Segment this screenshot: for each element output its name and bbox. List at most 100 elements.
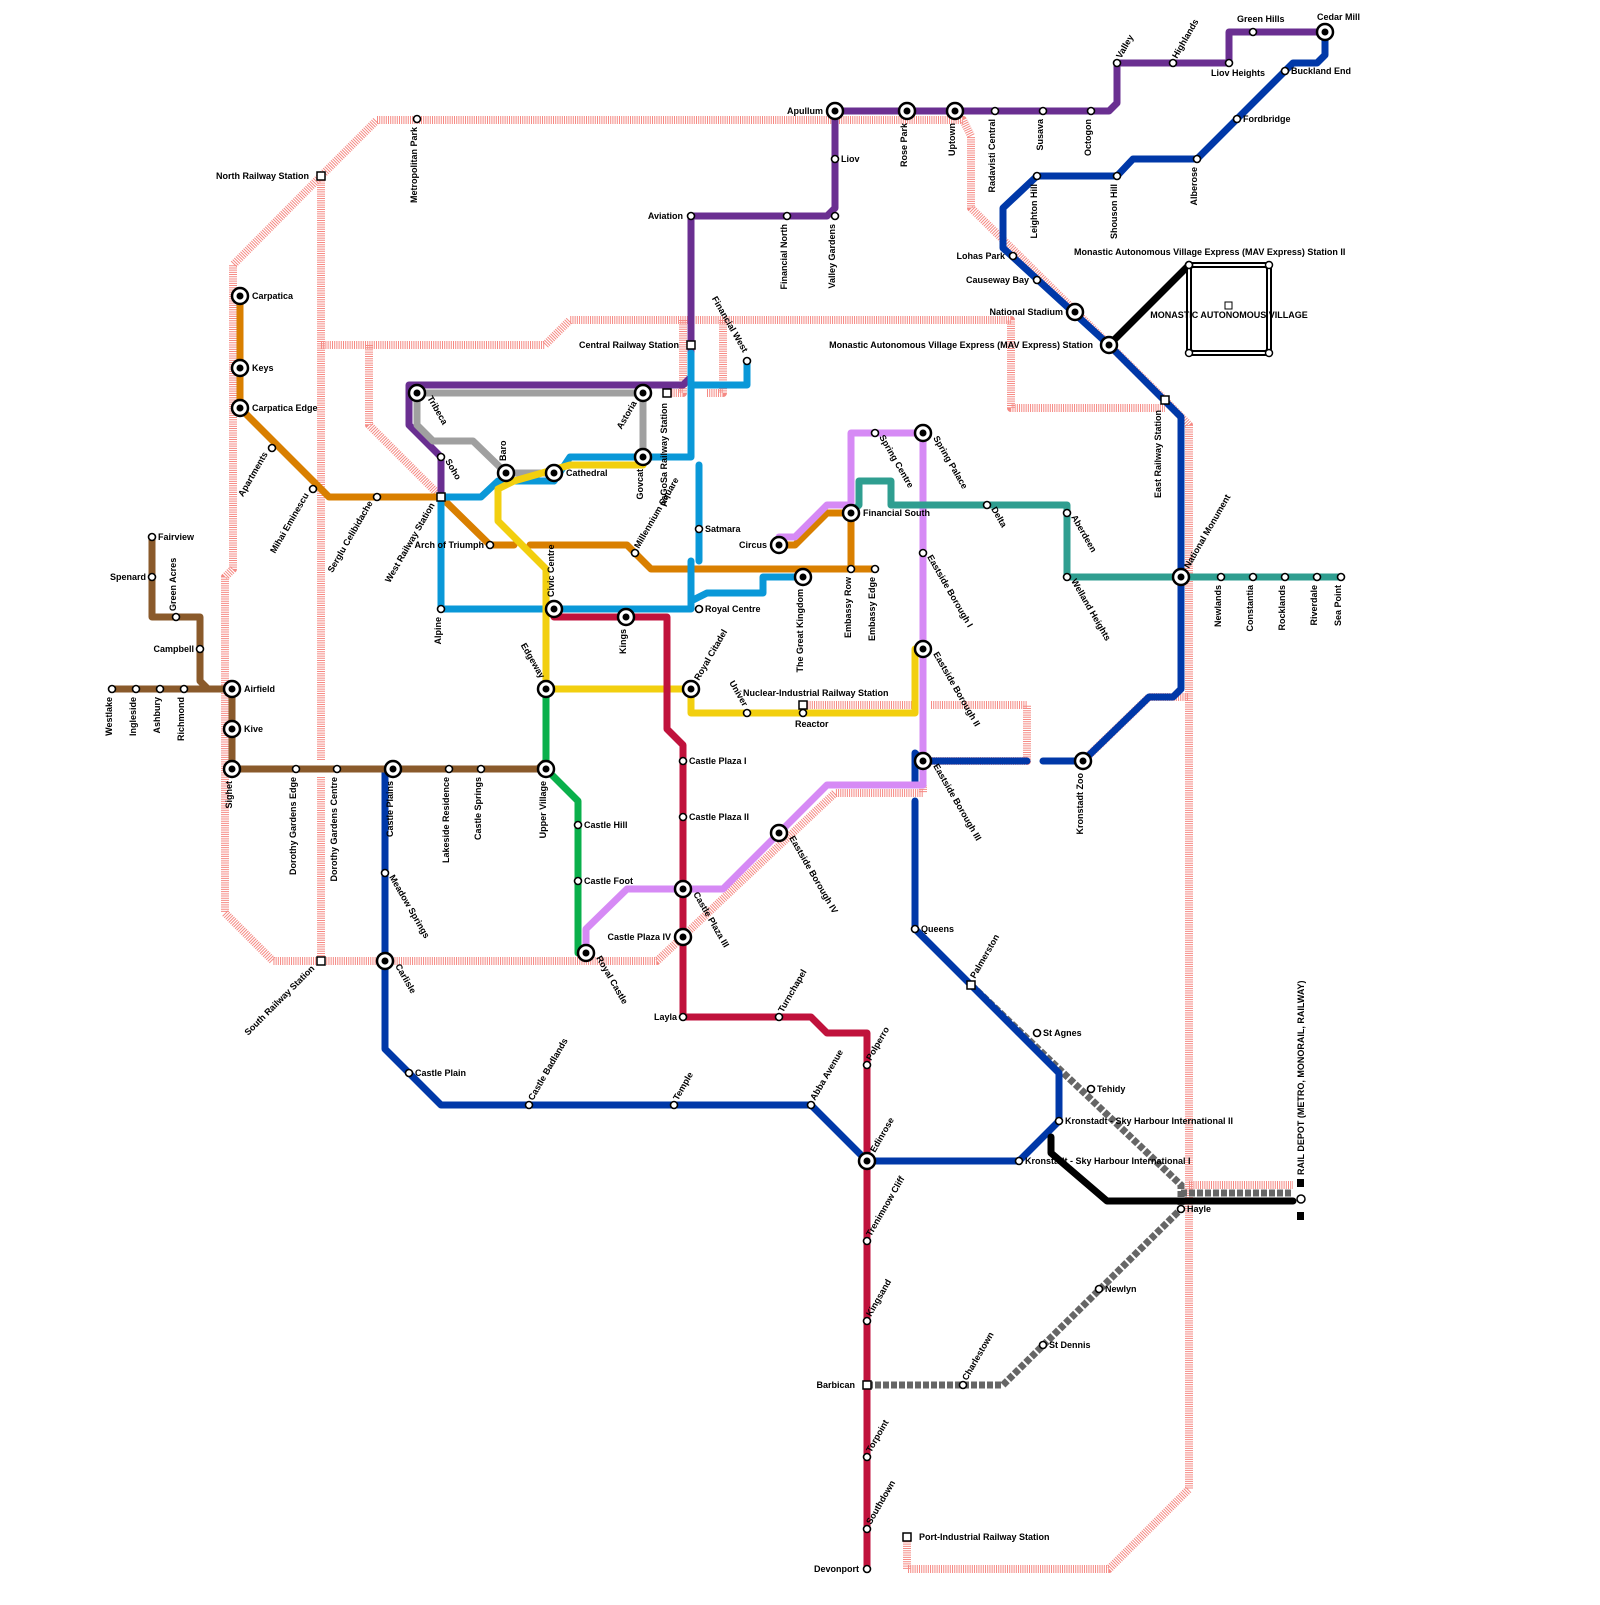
station-dorothy-gardens-edge[interactable]: Dorothy Gardens Edge bbox=[288, 764, 301, 876]
station-westlake[interactable]: Westlake bbox=[104, 684, 117, 736]
station-kronstadt-zoo[interactable]: Kronstadt Zoo bbox=[1073, 751, 1093, 835]
station-buckland-end[interactable]: Buckland End bbox=[1280, 66, 1352, 76]
station-st-agnes[interactable]: St Agnes bbox=[1032, 1028, 1082, 1038]
station-causeway-bay[interactable]: Causeway Bay bbox=[966, 275, 1042, 285]
station-rocklands[interactable]: Rocklands bbox=[1277, 572, 1290, 631]
station-royal-citadel[interactable]: Royal Citadel bbox=[681, 628, 729, 699]
station-royal-centre[interactable]: Royal Centre bbox=[694, 604, 761, 614]
station-hayle[interactable]: Hayle bbox=[1176, 1204, 1212, 1214]
station-embassy-row[interactable]: Embassy Row bbox=[843, 564, 856, 639]
station-spenard[interactable]: Spenard bbox=[110, 572, 157, 582]
station-satmara[interactable]: Satmara bbox=[694, 524, 742, 534]
station-lakeside-residence[interactable]: Lakeside Residence bbox=[441, 764, 454, 864]
station-keys[interactable]: Keys bbox=[230, 358, 274, 378]
station-ingleside[interactable]: Ingleside bbox=[128, 684, 141, 737]
station-turnchapel[interactable]: Turnchapel bbox=[774, 968, 809, 1022]
station-east-railway-station[interactable]: East Railway Station bbox=[1153, 395, 1170, 498]
station-castle-plains[interactable]: Castle Plains bbox=[383, 759, 403, 837]
station-constantia[interactable]: Constantia bbox=[1245, 572, 1258, 632]
station-monastic-autonomous-village-express-mav-express-station-ii[interactable]: Monastic Autonomous Village Express (MAV… bbox=[1074, 247, 1345, 270]
station-abba-avenue[interactable]: Abba Avenue bbox=[806, 1048, 846, 1110]
station-newlands[interactable]: Newlands bbox=[1213, 572, 1226, 628]
station-ashbury[interactable]: Ashbury bbox=[152, 684, 165, 734]
station-rose-park[interactable]: Rose Park bbox=[897, 101, 917, 167]
station-financial-west[interactable]: Financial West bbox=[710, 295, 752, 366]
station-castle-plaza-ii[interactable]: Castle Plaza II bbox=[678, 812, 750, 822]
station-alpine[interactable]: Alpine bbox=[433, 604, 446, 645]
station-fordbridge[interactable]: Fordbridge bbox=[1232, 114, 1291, 124]
station-leighton-hill[interactable]: Leighton Hill bbox=[1029, 171, 1042, 239]
station-castle-plaza-iv[interactable]: Castle Plaza IV bbox=[607, 927, 693, 947]
station-castle-foot[interactable]: Castle Foot bbox=[573, 876, 634, 886]
station-sighet[interactable]: Sighet bbox=[222, 759, 242, 809]
station-castle-plaza-i[interactable]: Castle Plaza I bbox=[678, 756, 747, 766]
station-barbican[interactable]: Barbican bbox=[816, 1380, 872, 1390]
station-airfield[interactable]: Airfield bbox=[222, 679, 275, 699]
station-palmerston[interactable]: Palmerston bbox=[966, 933, 1001, 990]
station-richmond[interactable]: Richmond bbox=[176, 684, 189, 742]
station-castle-badlands[interactable]: Castle Badlands bbox=[524, 1036, 570, 1110]
station-circus[interactable]: Circus bbox=[739, 535, 789, 555]
station-liov[interactable]: Liov bbox=[830, 154, 860, 164]
station-apullum[interactable]: Apullum bbox=[787, 101, 845, 121]
station-fairview[interactable]: Fairview bbox=[147, 532, 196, 542]
station-central-railway-station[interactable]: Central Railway Station bbox=[579, 340, 696, 350]
station-civic-centre[interactable]: Civic Centre bbox=[544, 544, 564, 619]
station-eastside-borough-iv[interactable]: Eastside Borough IV bbox=[769, 823, 840, 915]
station-nuclear-industrial-railway-station[interactable]: Nuclear-Industrial Railway Station bbox=[743, 688, 889, 710]
station-uptown[interactable]: Uptown bbox=[945, 101, 965, 156]
station-mihai-eminescu[interactable]: Mihai Eminescu bbox=[268, 484, 318, 555]
station-riverdale[interactable]: Riverdale bbox=[1309, 572, 1322, 626]
station-castle-hill[interactable]: Castle Hill bbox=[573, 820, 628, 830]
station-charlestown[interactable]: Charlestown bbox=[958, 1330, 996, 1390]
station-tehidy[interactable]: Tehidy bbox=[1086, 1084, 1126, 1094]
station-meadow-springs[interactable]: Meadow Springs bbox=[380, 868, 432, 940]
station-layla[interactable]: Layla bbox=[654, 1012, 688, 1022]
station-carpatica-edge[interactable]: Carpatica Edge bbox=[230, 398, 318, 418]
station-port-industrial-railway-station[interactable]: Port-Industrial Railway Station bbox=[902, 1532, 1050, 1542]
station-embassy-edge[interactable]: Embassy Edge bbox=[867, 564, 880, 642]
station-arch-of-triumph[interactable]: Arch of Triumph bbox=[415, 540, 495, 550]
station-national-stadium[interactable]: National Stadium bbox=[989, 302, 1085, 322]
station-castle-springs[interactable]: Castle Springs bbox=[473, 764, 486, 841]
station-asgosa-railway-station[interactable]: AsGoSa Railway Station bbox=[659, 388, 672, 507]
station-liov-heights[interactable]: Liov Heights bbox=[1211, 58, 1265, 79]
station-cathedral[interactable]: Cathedral bbox=[544, 463, 608, 483]
station-monastic-autonomous-village-express-mav-express-station[interactable]: Monastic Autonomous Village Express (MAV… bbox=[829, 335, 1119, 355]
station-carpatica[interactable]: Carpatica bbox=[230, 286, 294, 306]
station-queens[interactable]: Queens bbox=[910, 924, 955, 934]
station-the-great-kingdom[interactable]: The Great Kingdom bbox=[793, 567, 813, 673]
station-financial-north[interactable]: Financial North bbox=[779, 211, 792, 290]
station-aviation[interactable]: Aviation bbox=[648, 211, 696, 221]
station-sea-point[interactable]: Sea Point bbox=[1333, 572, 1346, 627]
station-royal-castle[interactable]: Royal Castle bbox=[576, 943, 630, 1006]
station-serglu-celibidache[interactable]: Serglu Celibidache bbox=[326, 492, 382, 575]
station-welland-heights[interactable]: Welland Heights bbox=[1062, 572, 1113, 643]
station-devonport[interactable]: Devonport bbox=[814, 1564, 872, 1574]
station-campbell[interactable]: Campbell bbox=[153, 644, 205, 654]
station-kings[interactable]: Kings bbox=[616, 607, 636, 654]
station-cedar-mill[interactable]: Cedar Mill bbox=[1315, 12, 1360, 42]
station-shouson-hill[interactable]: Shouson Hill bbox=[1109, 171, 1122, 240]
station-kive[interactable]: Kive bbox=[222, 719, 263, 739]
station-dorothy-gardens-centre[interactable]: Dorothy Gardens Centre bbox=[329, 764, 342, 882]
station-eastside-borough-iii[interactable]: Eastside Borough III bbox=[913, 751, 983, 842]
station-apartments[interactable]: Apartments bbox=[236, 443, 277, 499]
station-south-railway-station[interactable]: South Railway Station bbox=[243, 956, 326, 1037]
station-govcat[interactable]: Govcat bbox=[633, 447, 653, 500]
station-metropolitan-park[interactable]: Metropolitan Park bbox=[409, 114, 422, 204]
station-st-dennis[interactable]: St Dennis bbox=[1038, 1340, 1091, 1350]
station-kronstadt-sky-harbour-international-i[interactable]: Kronstadt - Sky Harbour International I bbox=[1014, 1156, 1191, 1166]
station-newlyn[interactable]: Newlyn bbox=[1094, 1284, 1137, 1294]
station-north-railway-station[interactable]: North Railway Station bbox=[216, 171, 326, 181]
station-alberose[interactable]: Alberose bbox=[1189, 154, 1202, 206]
station-susava[interactable]: Susava bbox=[1035, 106, 1048, 151]
station-radavisti-central[interactable]: Radavisti Central bbox=[987, 106, 1000, 193]
station-upper-village[interactable]: Upper Village bbox=[536, 759, 556, 838]
station-valley-gardens[interactable]: Valley Gardens bbox=[827, 211, 840, 289]
station-highlands[interactable]: Highlands bbox=[1168, 17, 1201, 68]
station-green-hills[interactable]: Green Hills bbox=[1237, 14, 1285, 37]
station-kronstadt-sky-harbour-international-ii[interactable]: Kronstadt - Sky Harbour International II bbox=[1054, 1116, 1234, 1126]
station-green-acres[interactable]: Green Acres bbox=[168, 558, 181, 622]
station-baro[interactable]: Baro bbox=[496, 440, 516, 483]
